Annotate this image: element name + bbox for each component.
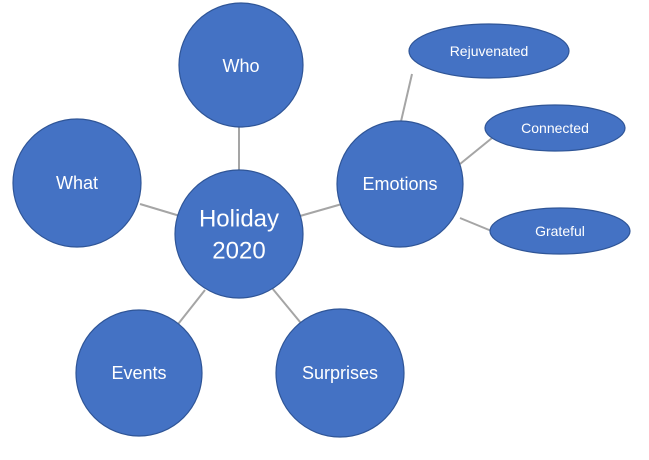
- node-connected: Connected: [484, 104, 626, 152]
- node-emotions-label: Emotions: [362, 174, 437, 194]
- node-rejuvenated: Rejuvenated: [408, 23, 570, 79]
- node-who-label: Who: [222, 56, 259, 76]
- node-events-label: Events: [111, 363, 166, 383]
- node-center: Holiday 2020: [174, 169, 304, 299]
- connector-center-events: [174, 289, 206, 329]
- node-what: What: [12, 118, 142, 248]
- connector-center-emotions: [299, 203, 343, 217]
- node-center-line2: 2020: [212, 238, 265, 265]
- node-emotions: Emotions: [336, 120, 464, 248]
- connector-emotions-grateful: [459, 217, 495, 233]
- connector-emotions-connected: [459, 137, 493, 165]
- node-connected-label: Connected: [521, 120, 589, 136]
- connector-center-what: [139, 203, 181, 217]
- node-events: Events: [75, 309, 203, 437]
- connector-center-surprises: [271, 287, 306, 329]
- node-rejuvenated-label: Rejuvenated: [450, 43, 529, 59]
- node-center-line1: Holiday: [199, 206, 279, 233]
- node-surprises-label: Surprises: [302, 363, 378, 383]
- node-what-label: What: [56, 173, 98, 193]
- node-grateful-label: Grateful: [535, 223, 585, 239]
- node-surprises: Surprises: [275, 308, 405, 438]
- node-who: Who: [178, 2, 304, 128]
- node-grateful: Grateful: [489, 207, 631, 255]
